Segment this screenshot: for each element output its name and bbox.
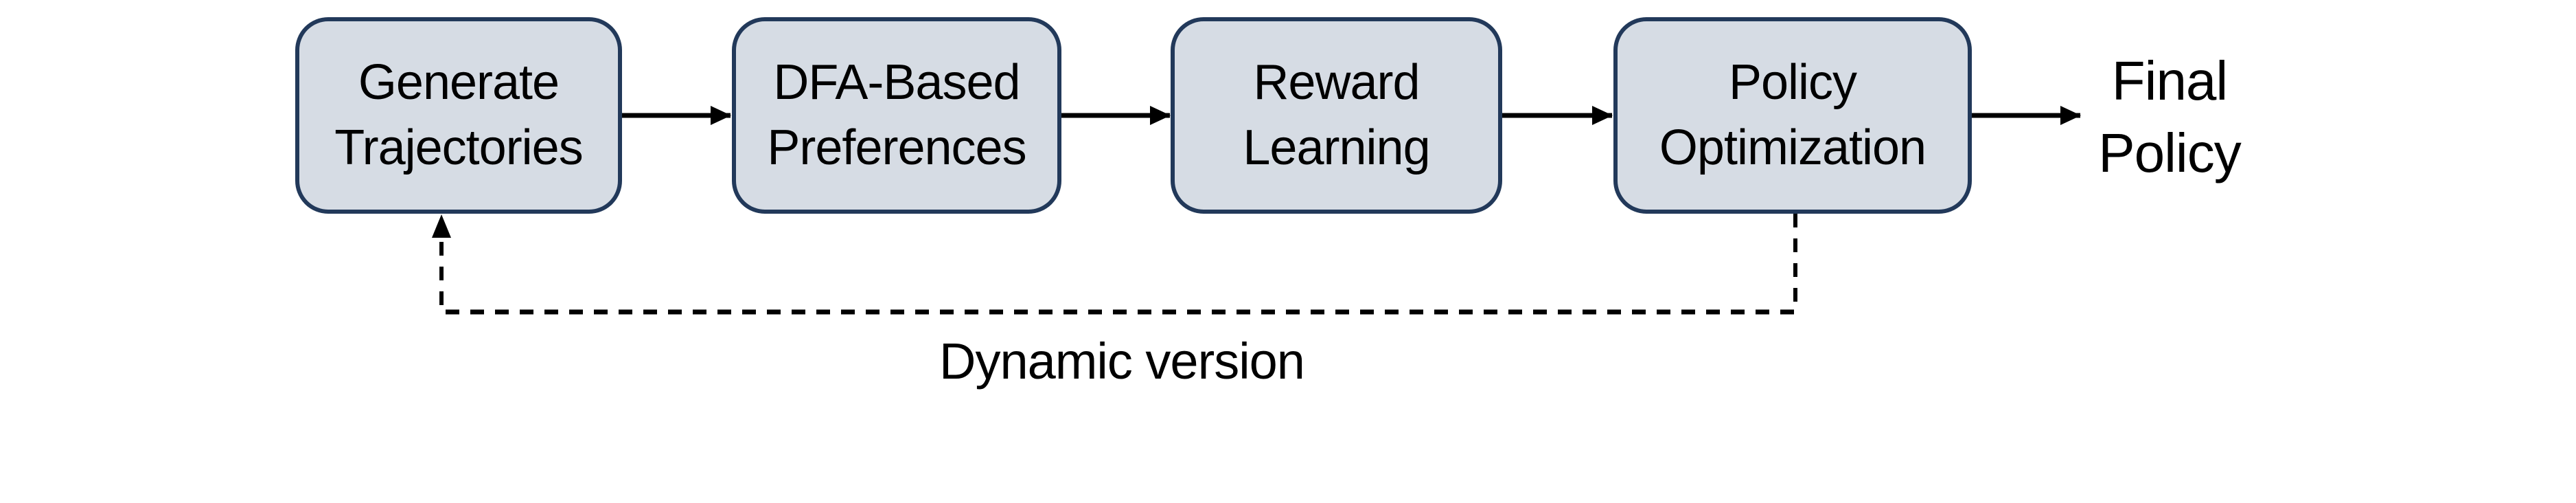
step-label-dfa-based-preferences: DFA-Based Preferences — [767, 55, 1026, 175]
step-box-generate-trajectories: Generate Trajectories — [295, 17, 622, 214]
feedback-arrowhead-up-icon — [432, 214, 451, 238]
dynamic-version-label: Dynamic version — [939, 332, 1305, 390]
step-box-policy-optimization: Policy Optimization — [1613, 17, 1972, 214]
step-label-reward-learning: Reward Learning — [1243, 55, 1430, 175]
step-box-reward-learning: Reward Learning — [1171, 17, 1502, 214]
step-label-generate-trajectories: Generate Trajectories — [334, 55, 583, 175]
final-policy-label: Final Policy — [2098, 50, 2241, 183]
step-box-dfa-based-preferences: DFA-Based Preferences — [732, 17, 1061, 214]
step-label-policy-optimization: Policy Optimization — [1659, 55, 1927, 175]
